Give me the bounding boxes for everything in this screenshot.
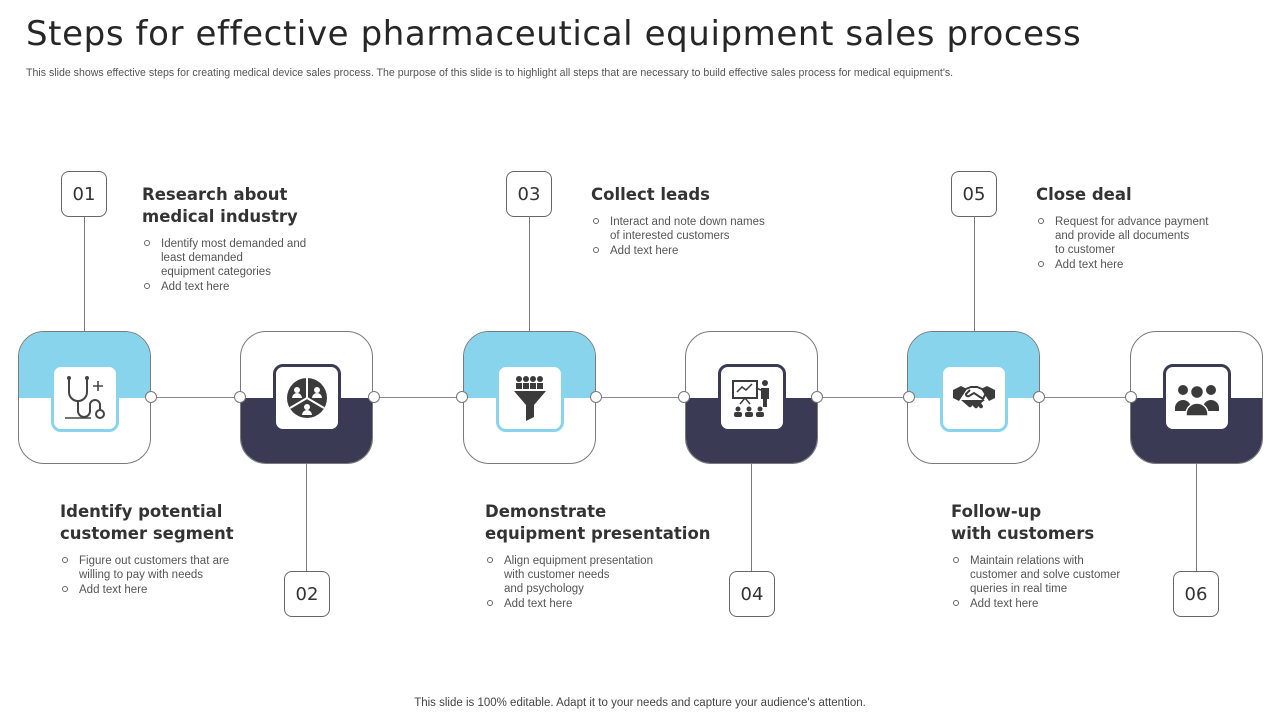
stem-04 (751, 464, 752, 571)
team-icon (1175, 384, 1219, 417)
connector-dot (903, 391, 915, 403)
step-bullet: Figure out customers that are willing to… (60, 554, 300, 582)
connector-dot (1033, 391, 1045, 403)
step-card-04 (685, 331, 818, 464)
connector-dot (590, 391, 602, 403)
step-text-02: Identify potential customer segment Figu… (60, 501, 300, 598)
step-bullet: Request for advance payment and provide … (1036, 215, 1276, 257)
presentation-icon (732, 380, 769, 417)
connector-4-5 (818, 397, 908, 398)
step-title: Follow-up with customers (951, 502, 1095, 543)
step-number-05: 05 (951, 171, 997, 217)
stem-01 (84, 217, 85, 331)
stethoscope-icon (65, 376, 105, 419)
customer-segment-icon (287, 378, 327, 418)
connector-dot (1125, 391, 1137, 403)
handshake-icon (953, 386, 995, 409)
step-title: Identify potential customer segment (60, 502, 234, 543)
connector-dot (145, 391, 157, 403)
step-bullet: Add text here (142, 280, 382, 294)
step-title: Demonstrate equipment presentation (485, 502, 711, 543)
step-text-04: Demonstrate equipment presentation Align… (485, 501, 725, 612)
connector-dot (234, 391, 246, 403)
step-number-01: 01 (61, 171, 107, 217)
stem-03 (529, 217, 530, 331)
connector-2-3 (374, 397, 463, 398)
step-card-05 (907, 331, 1040, 464)
connector-1-2 (151, 397, 240, 398)
step-bullet: Maintain relations with customer and sol… (951, 554, 1191, 596)
lead-funnel-icon (514, 376, 546, 421)
step-bullet: Add text here (485, 597, 725, 611)
step-title: Collect leads (591, 185, 710, 204)
step-text-06: Follow-up with customers Maintain relati… (951, 501, 1191, 612)
step-bullet: Interact and note down names of interest… (591, 215, 831, 243)
connector-dot (811, 391, 823, 403)
step-number-06: 06 (1173, 571, 1219, 617)
connector-3-4 (596, 397, 685, 398)
step-number-02: 02 (284, 571, 330, 617)
stem-06 (1196, 464, 1197, 571)
step-bullet: Add text here (591, 244, 831, 258)
slide-subtitle: This slide shows effective steps for cre… (26, 67, 954, 79)
step-text-05: Close deal Request for advance payment a… (1036, 184, 1276, 273)
connector-dot (368, 391, 380, 403)
step-title: Close deal (1036, 185, 1132, 204)
slide-footer: This slide is 100% editable. Adapt it to… (414, 697, 866, 709)
stem-02 (306, 464, 307, 571)
step-number-04: 04 (729, 571, 775, 617)
step-bullet: Add text here (951, 597, 1191, 611)
step-card-02 (240, 331, 373, 464)
connector-dot (678, 391, 690, 403)
step-number-03: 03 (506, 171, 552, 217)
step-card-06 (1130, 331, 1263, 464)
step-title: Research about medical industry (142, 185, 298, 226)
step-bullet: Align equipment presentation with custom… (485, 554, 725, 596)
step-text-01: Research about medical industry Identify… (142, 184, 382, 295)
connector-dot (456, 391, 468, 403)
step-bullet: Identify most demanded and least demande… (142, 237, 382, 279)
step-card-01 (18, 331, 151, 464)
step-text-03: Collect leads Interact and note down nam… (591, 184, 831, 259)
step-bullet: Add text here (60, 583, 300, 597)
step-card-03 (463, 331, 596, 464)
slide-title: Steps for effective pharmaceutical equip… (26, 14, 1082, 54)
connector-5-6 (1040, 397, 1130, 398)
step-bullet: Add text here (1036, 258, 1276, 272)
stem-05 (974, 217, 975, 331)
